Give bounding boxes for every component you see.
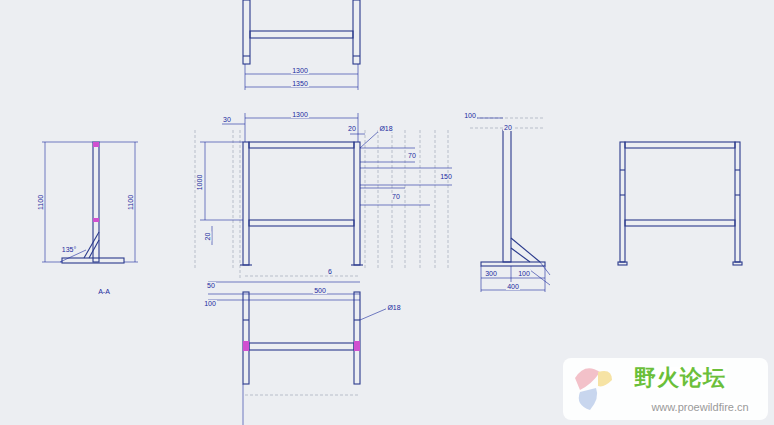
dimension-text: 1100 (38, 193, 45, 210)
hidden-lines (195, 118, 545, 395)
watermark-text: 野火论坛 (633, 367, 727, 389)
dimension-text: 1000 (196, 173, 203, 191)
dimension-text: 70 (407, 152, 417, 159)
dimension-text: 1100 (128, 193, 135, 210)
section-label: A-A (97, 288, 111, 295)
dimension-text: 100 (463, 112, 477, 119)
hole-diameter: Ø18 (378, 125, 393, 132)
watermark-url: www.proewildfire.cn (650, 402, 749, 413)
dimension-text: 500 (313, 287, 327, 294)
dimension-text: 20 (347, 125, 357, 132)
dimension-text: 1350 (291, 80, 309, 87)
dimension-text: 20 (503, 124, 513, 131)
angle-text: 135° (61, 246, 77, 253)
dimension-text: 1300 (291, 67, 309, 74)
dimension-text: 100 (517, 270, 531, 277)
dimension-text: 50 (206, 282, 216, 289)
weld-marks (93, 142, 360, 351)
dimension-text: 70 (391, 193, 401, 200)
watermark-logo (563, 358, 768, 420)
dimension-text: 30 (222, 116, 232, 123)
dimension-lines (42, 64, 550, 425)
dimension-text: 100 (203, 300, 217, 307)
frame-outline (62, 0, 742, 384)
dimension-text: 150 (439, 173, 453, 180)
dimension-text: 6 (327, 268, 333, 275)
hole-diameter: Ø18 (386, 304, 401, 311)
dimension-text: 300 (484, 270, 498, 277)
dimension-text: 400 (506, 283, 520, 290)
dimension-text: 20 (204, 231, 211, 241)
dimension-text: 1300 (291, 111, 309, 118)
